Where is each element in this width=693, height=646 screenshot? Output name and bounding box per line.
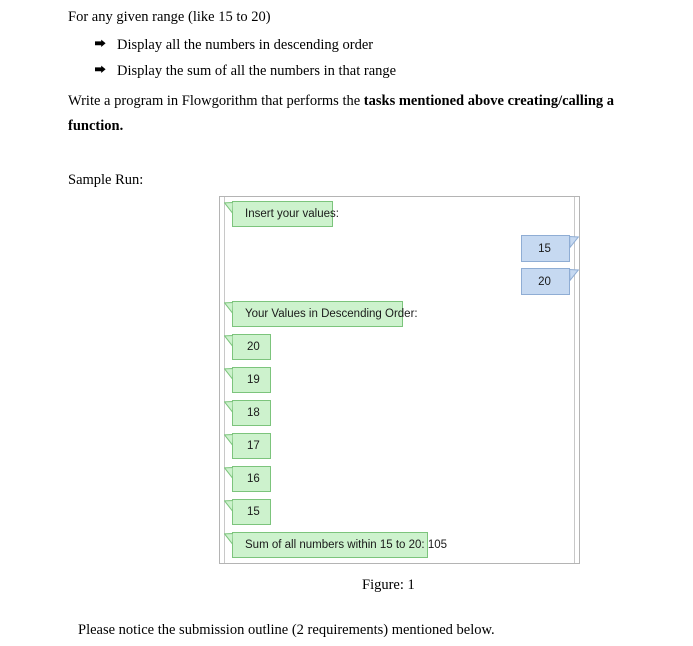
- bubble-tail-left-icon: [224, 302, 233, 314]
- flowgorithm-console-frame: [219, 196, 580, 564]
- bubble-tail-left-icon: [224, 434, 233, 446]
- bubble-text: 16: [232, 466, 271, 492]
- bubble-text: 17: [232, 433, 271, 459]
- closing-note: Please notice the submission outline (2 …: [78, 622, 495, 638]
- bubble-tail-left-icon: [224, 500, 233, 512]
- bubble-text: 15: [232, 499, 271, 525]
- instruction-paragraph: Write a program in Flowgorithm that perf…: [68, 91, 614, 112]
- bubble-tail-left-icon: [224, 401, 233, 413]
- arrow-bullet-icon: [95, 65, 117, 74]
- bubble-text: Insert your values:: [232, 201, 339, 227]
- bubble-tail-right-icon: [569, 269, 579, 281]
- input-bubble[interactable]: 20: [521, 268, 579, 295]
- bubble-text: 18: [232, 400, 271, 426]
- bubble-text: Your Values in Descending Order:: [232, 301, 418, 327]
- output-bubble: Your Values in Descending Order:: [224, 301, 418, 327]
- output-bubble: 20: [224, 334, 271, 360]
- input-bubble[interactable]: 15: [521, 235, 579, 262]
- bubble-tail-left-icon: [224, 335, 233, 347]
- bubble-tail-left-icon: [224, 533, 233, 545]
- bubble-tail-left-icon: [224, 368, 233, 380]
- console-gutter-right: [574, 197, 575, 563]
- sample-run-label: Sample Run:: [68, 172, 144, 188]
- figure-caption: Figure: 1: [362, 577, 415, 593]
- instruction-bold-text: tasks mentioned above creating/calling a: [363, 93, 615, 109]
- bullet-item-sum-of-range: Display the sum of all the numbers in th…: [95, 61, 396, 82]
- intro-line: For any given range (like 15 to 20): [68, 9, 271, 25]
- output-bubble: 19: [224, 367, 271, 393]
- bullet-item-label: Display all the numbers in descending or…: [117, 37, 374, 53]
- bubble-text: 19: [232, 367, 271, 393]
- output-bubble: 17: [224, 433, 271, 459]
- output-bubble: 15: [224, 499, 271, 525]
- bullet-item-label: Display the sum of all the numbers in th…: [117, 63, 397, 79]
- console-gutter-left: [224, 197, 225, 563]
- bubble-tail-right-icon: [569, 236, 579, 248]
- output-bubble: 16: [224, 466, 271, 492]
- output-bubble: 18: [224, 400, 271, 426]
- instruction-paragraph-continued: function.: [68, 118, 124, 134]
- bubble-text: 20: [521, 268, 570, 295]
- instruction-plain-text: Write a program in Flowgorithm that perf…: [68, 93, 364, 109]
- output-bubble: Sum of all numbers within 15 to 20: 105: [224, 532, 447, 558]
- bullet-item-descending-order: Display all the numbers in descending or…: [95, 35, 373, 56]
- bubble-text: 15: [521, 235, 570, 262]
- arrow-bullet-icon: [95, 39, 117, 48]
- bubble-tail-left-icon: [224, 467, 233, 479]
- bubble-text: 20: [232, 334, 271, 360]
- output-bubble: Insert your values:: [224, 201, 339, 227]
- bubble-tail-left-icon: [224, 202, 233, 214]
- bubble-text: Sum of all numbers within 15 to 20: 105: [232, 532, 447, 558]
